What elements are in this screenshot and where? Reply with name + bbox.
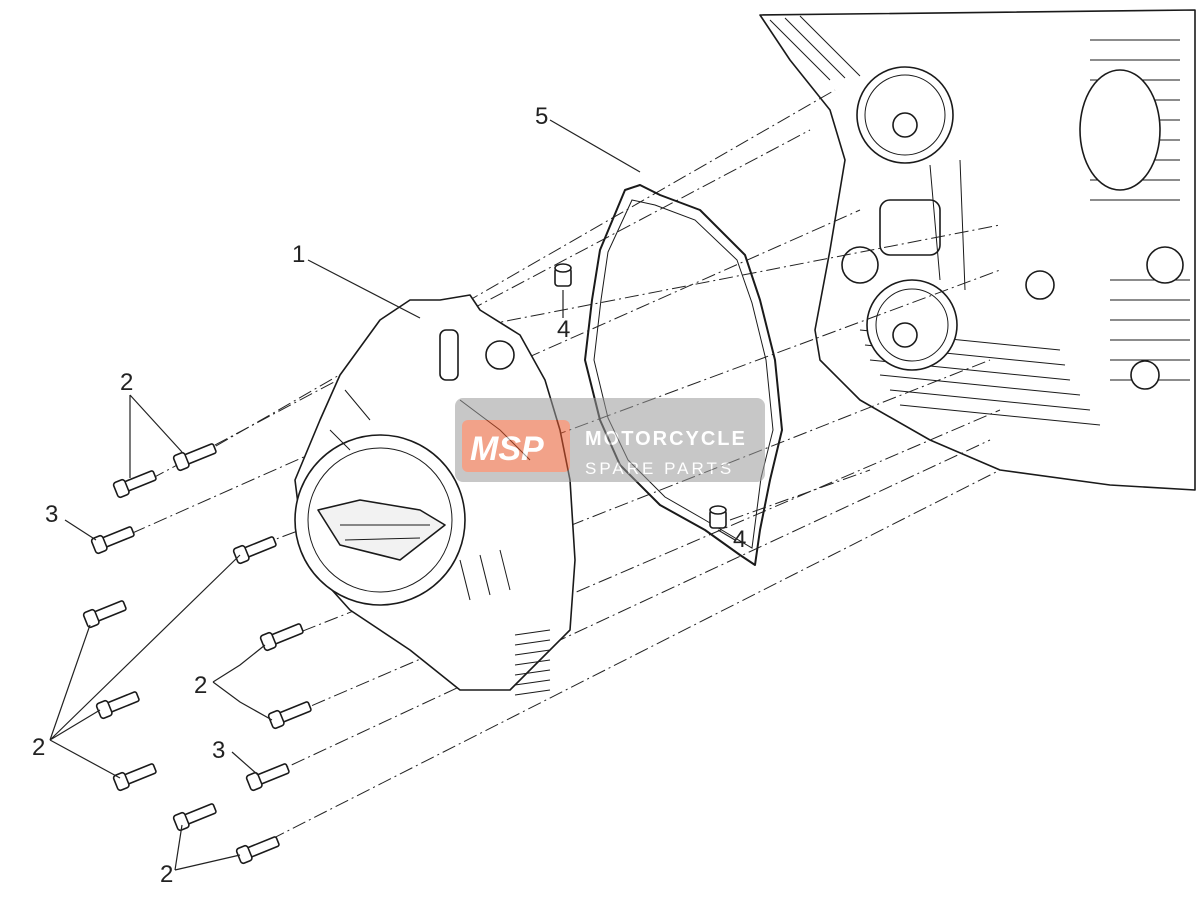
bolt-j — [245, 763, 290, 792]
callout-1: 1 — [292, 241, 305, 268]
bolt-h — [267, 701, 312, 730]
bolt-b — [112, 470, 157, 499]
bolt-a — [172, 443, 217, 472]
callout-2-mid: 2 — [194, 672, 207, 699]
callout-3-bottom: 3 — [212, 737, 225, 764]
gasket — [584, 184, 783, 566]
watermark: MSP MOTORCYCLE SPARE PARTS — [455, 398, 765, 482]
bolt-k — [172, 803, 217, 832]
bolt-i — [112, 763, 157, 792]
bolt-g — [95, 691, 140, 720]
callout-4-lower: 4 — [733, 526, 746, 553]
bolt-d — [232, 536, 277, 565]
callout-2-top: 2 — [120, 369, 133, 396]
watermark-line2: SPARE PARTS — [585, 459, 734, 478]
engine-block — [759, 9, 1196, 491]
callout-2-bottom: 2 — [160, 861, 173, 888]
callout-3-top: 3 — [45, 501, 58, 528]
bolt-l — [235, 836, 280, 865]
bolt-e — [82, 600, 127, 629]
dowel-upper — [554, 263, 572, 287]
engine-cover — [294, 294, 576, 696]
bolt-f — [259, 623, 304, 652]
dowel-lower — [709, 505, 727, 529]
watermark-line1: MOTORCYCLE — [585, 428, 747, 450]
callout-2-left: 2 — [32, 734, 45, 761]
callout-4-upper: 4 — [557, 316, 570, 343]
bolt-c — [90, 526, 135, 555]
watermark-logo: MSP — [470, 430, 544, 468]
callout-5: 5 — [535, 103, 548, 130]
leader-lines — [49, 119, 736, 871]
